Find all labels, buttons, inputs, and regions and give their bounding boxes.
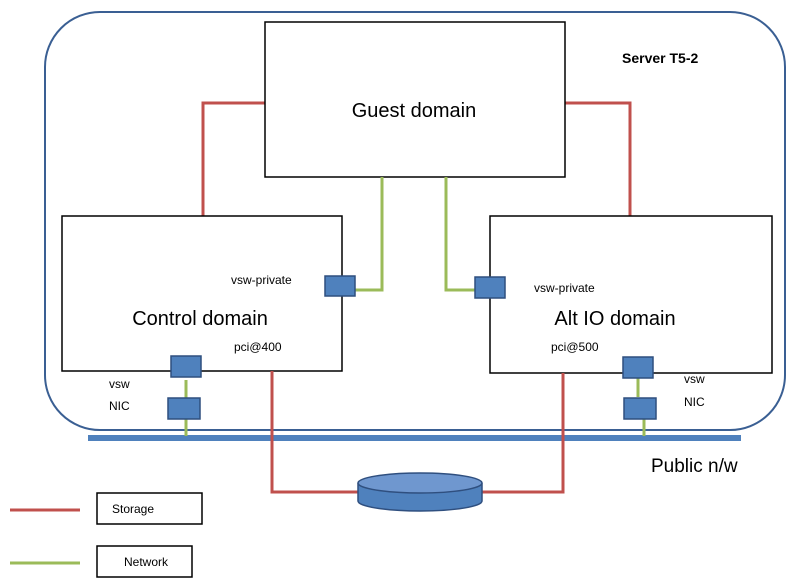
guest-domain-label: Guest domain <box>352 100 477 122</box>
server-label: Server T5-2 <box>622 50 698 66</box>
altio-pci-label: pci@500 <box>551 340 599 354</box>
legend-storage-box <box>96 492 203 525</box>
control-domain-box <box>61 215 343 372</box>
network-link-guest-altio <box>444 177 475 292</box>
storage-link-altio-disk <box>482 373 565 494</box>
control-nic-port <box>167 397 201 420</box>
control-vsw-private-port <box>324 275 356 297</box>
altio-vsw-private-label: vsw-private <box>534 281 595 295</box>
storage-link-guest-altio <box>565 101 632 216</box>
legend-storage-label: Storage <box>112 502 154 516</box>
control-domain-label: Control domain <box>132 308 268 330</box>
control-vsw-private-label: vsw-private <box>231 273 292 287</box>
storage-link-control-disk <box>270 371 358 494</box>
legend-network-box <box>96 545 193 578</box>
storage-link-guest-control <box>201 101 265 216</box>
network-link-guest-control <box>355 177 384 292</box>
altio-nic-port <box>623 397 657 420</box>
altio-vsw-private-port <box>474 276 506 299</box>
altio-vsw-label: vsw <box>684 372 705 386</box>
control-vsw-label: vsw <box>109 377 130 391</box>
control-pci-label: pci@400 <box>234 340 282 354</box>
shared-storage-disk <box>357 472 483 512</box>
public-network-label: Public n/w <box>651 456 738 477</box>
altio-domain-label: Alt IO domain <box>554 308 675 330</box>
public-network-bus <box>88 435 741 441</box>
guest-domain-box <box>264 21 566 178</box>
legend-network-label: Network <box>124 555 169 569</box>
altio-domain-box <box>489 215 773 374</box>
control-vsw-port <box>170 355 202 378</box>
control-nic-label: NIC <box>109 399 130 413</box>
altio-nic-label: NIC <box>684 395 705 409</box>
altio-vsw-port <box>622 356 654 379</box>
